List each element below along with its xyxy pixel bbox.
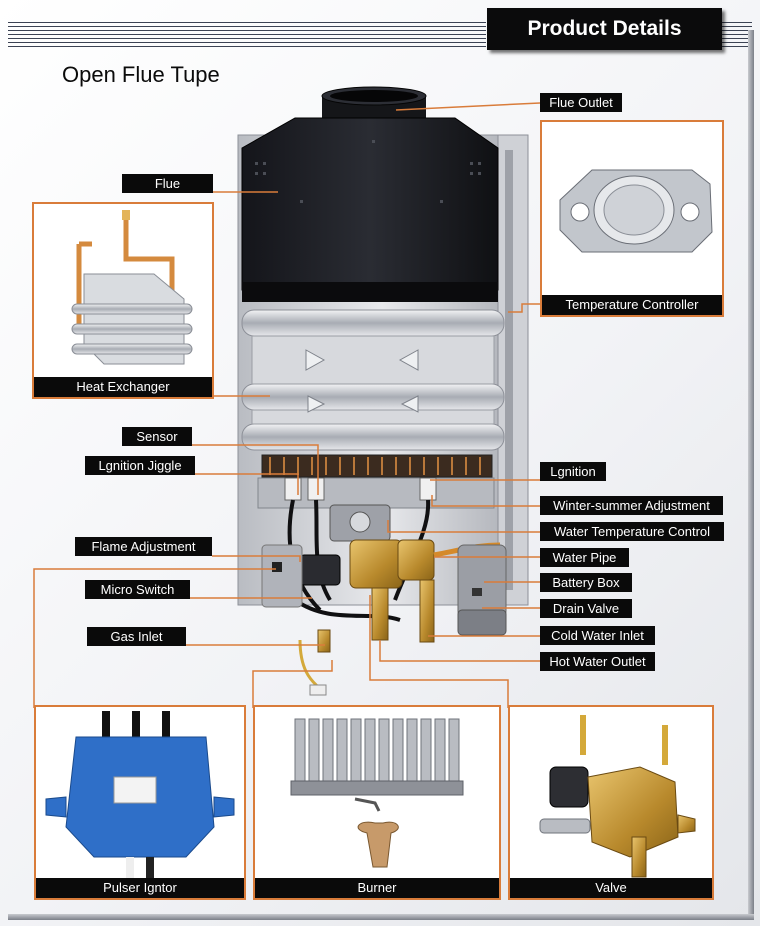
header-stripes-right bbox=[722, 22, 752, 48]
flue-outlet-collar bbox=[321, 86, 427, 120]
inset-label-burner: Burner bbox=[255, 878, 499, 898]
label-battery-box: Battery Box bbox=[540, 573, 632, 592]
inset-label-heat-exchanger: Heat Exchanger bbox=[34, 377, 212, 397]
battery-box bbox=[457, 544, 507, 636]
label-hot-water-outlet: Hot Water Outlet bbox=[540, 652, 655, 671]
burner-area bbox=[257, 454, 495, 509]
label-water-temperature-control: Water Temperature Control bbox=[540, 522, 724, 541]
heat-exchanger-image bbox=[71, 210, 193, 365]
label-ignition-jiggle: Lgnition Jiggle bbox=[85, 456, 195, 475]
label-water-pipe: Water Pipe bbox=[540, 548, 629, 567]
label-drain-valve: Drain Valve bbox=[540, 599, 632, 618]
inset-burner: Burner bbox=[253, 705, 501, 900]
inset-label-valve: Valve bbox=[510, 878, 712, 898]
leader-lines bbox=[33, 102, 542, 708]
page-edge-shadow-right bbox=[748, 30, 754, 920]
label-ignition: Lgnition bbox=[540, 462, 606, 481]
label-sensor: Sensor bbox=[122, 427, 192, 446]
inset-label-temperature-controller: Temperature Controller bbox=[542, 295, 722, 315]
label-flue: Flue bbox=[122, 174, 213, 193]
pulser-ignitor-image bbox=[45, 711, 235, 879]
header-title: Product Details bbox=[487, 8, 722, 50]
label-micro-switch: Micro Switch bbox=[85, 580, 190, 599]
header-stripes-left bbox=[8, 22, 486, 48]
inset-heat-exchanger: Heat Exchanger bbox=[32, 202, 214, 399]
label-cold-water-inlet: Cold Water Inlet bbox=[540, 626, 655, 645]
label-gas-inlet: Gas Inlet bbox=[87, 627, 186, 646]
label-flue-outlet: Flue Outlet bbox=[540, 93, 622, 112]
temperature-controller-image bbox=[559, 169, 713, 253]
inset-label-pulser-ignitor: Pulser Igntor bbox=[36, 878, 244, 898]
label-flame-adjustment: Flame Adjustment bbox=[75, 537, 212, 556]
heat-exchanger-pipes bbox=[241, 309, 505, 451]
label-winter-summer-adjustment: Winter-summer Adjustment bbox=[540, 496, 723, 515]
burner-image bbox=[290, 718, 464, 868]
inset-pulser-ignitor: Pulser Igntor bbox=[34, 705, 246, 900]
flue-hood bbox=[241, 117, 499, 302]
valve-image bbox=[539, 715, 696, 878]
page-title: Open Flue Tupe bbox=[62, 62, 220, 87]
micro-switch-module bbox=[261, 544, 331, 696]
inset-temperature-controller: Temperature Controller bbox=[540, 120, 724, 317]
inset-valve: Valve bbox=[508, 705, 714, 900]
page-edge-shadow-bottom bbox=[8, 914, 754, 920]
